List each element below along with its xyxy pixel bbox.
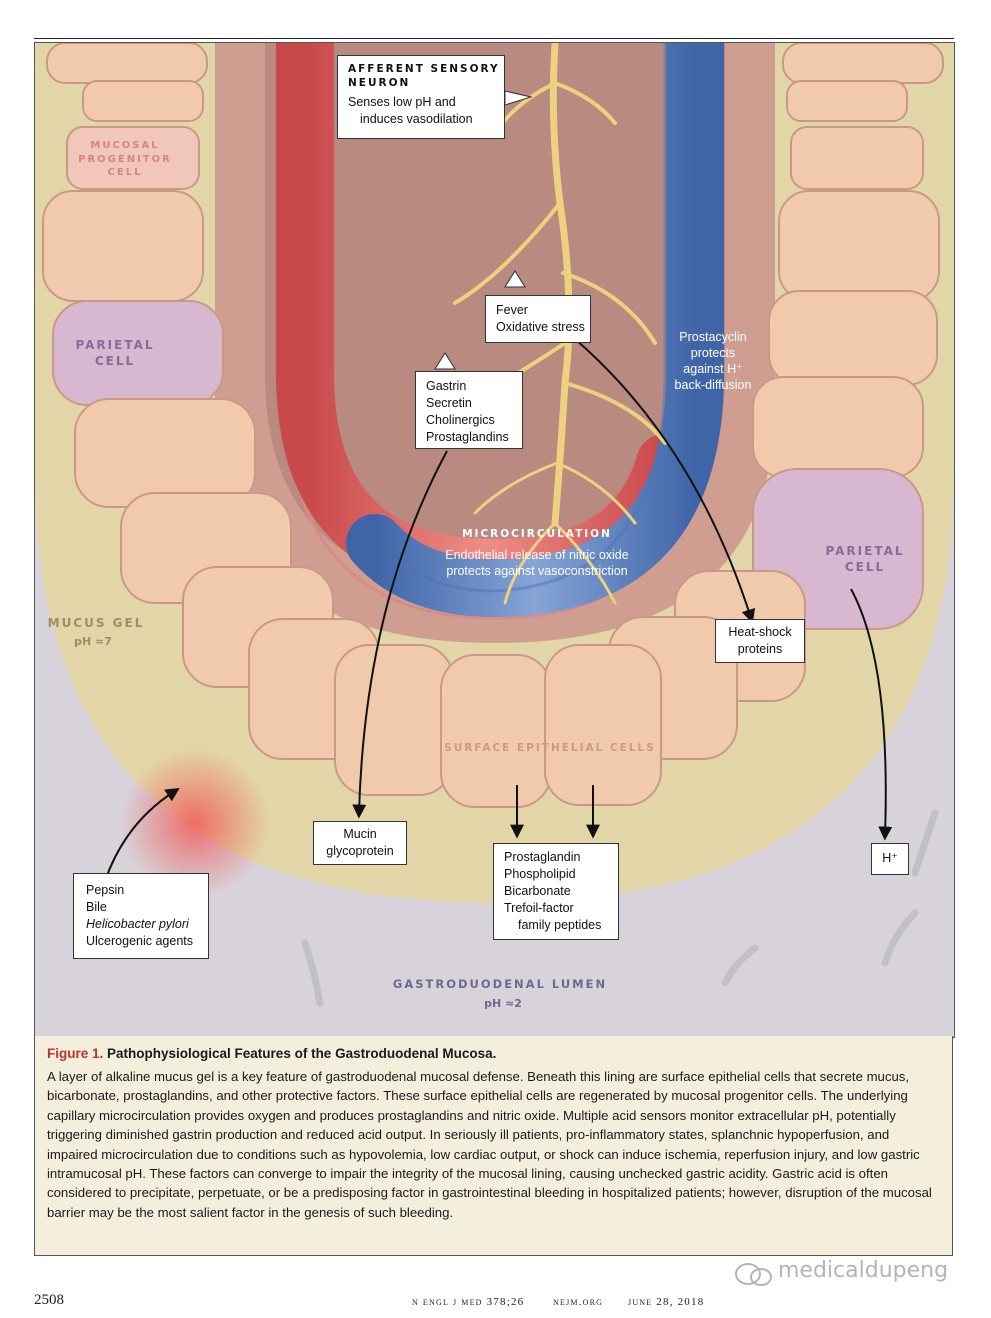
h-plus-text: H⁺ xyxy=(882,851,898,865)
surface-epithelial-label: SURFACE EPITHELIAL CELLS xyxy=(444,742,656,754)
mucus-gel-label: MUCUS GEL xyxy=(47,616,145,630)
prostacyclin-line: against H⁺ xyxy=(683,362,743,376)
epithelial-cell xyxy=(768,290,938,386)
illustration: MUCOSAL PROGENITOR CELL PARIETAL CELL PA… xyxy=(34,42,955,1038)
prostaglandin-line: Phospholipid xyxy=(504,866,576,881)
arrows xyxy=(104,338,893,882)
epithelial-cell xyxy=(74,398,256,508)
gastrin-line: Prostaglandins xyxy=(426,429,509,444)
epithelial-cell xyxy=(334,644,454,796)
afferent-line: Senses low pH and xyxy=(348,95,456,110)
pepsin-line: Bile xyxy=(86,899,107,914)
page-number: 2508 xyxy=(34,1292,64,1308)
mucus-ph-label: pH ≈7 xyxy=(74,635,112,648)
figure-caption: Figure 1. Pathophysiological Features of… xyxy=(34,1036,953,1256)
epithelial-cell xyxy=(440,654,552,808)
pepsin-box: Pepsin Bile Helicobacter pylori Ulceroge… xyxy=(73,873,209,959)
heat-shock-line: proteins xyxy=(737,641,783,656)
prostaglandin-line: family peptides xyxy=(518,917,602,932)
pepsin-line: Pepsin xyxy=(86,883,125,897)
lumen-ph-label: pH ≈2 xyxy=(484,997,522,1010)
epithelial-cell xyxy=(790,126,924,190)
caption-body: A layer of alkaline mucus gel is a key f… xyxy=(47,1069,932,1220)
epithelial-cell xyxy=(544,644,662,806)
prostaglandin-line: Bicarbonate xyxy=(504,883,571,898)
afferent-title: AFFERENT SENSORY xyxy=(348,63,500,75)
epithelial-cell xyxy=(782,43,944,84)
prostaglandin-box: Prostaglandin Phospholipid Bicarbonate T… xyxy=(493,843,619,940)
wechat-icon xyxy=(735,1263,772,1286)
fever-line: Fever xyxy=(496,303,528,317)
afferent-title: NEURON xyxy=(348,77,411,90)
epithelial-cell xyxy=(46,43,208,84)
bleeding-spot xyxy=(120,748,270,898)
microcirculation-line: protects against vasoconstriction xyxy=(446,564,628,579)
pepsin-line: Helicobacter pylori xyxy=(86,916,189,931)
prostaglandin-line: Trefoil-factor xyxy=(504,900,574,915)
afferent-line: induces vasodilation xyxy=(360,112,473,127)
parietal-right-label: PARIETAL CELL xyxy=(825,544,905,575)
helicobacter-bacteria xyxy=(301,809,939,1007)
arrow-gastrin-to-mucin xyxy=(352,450,448,819)
gastrin-line: Secretin xyxy=(426,395,472,410)
arrow-fever-to-heatshock xyxy=(574,338,756,624)
gastrin-line: Cholinergics xyxy=(426,412,495,427)
prostacyclin-line: Prostacyclin xyxy=(679,330,747,344)
prostacyclin-line: back-diffusion xyxy=(674,378,752,392)
right-epithelial-column xyxy=(544,43,944,806)
mucin-line: glycoprotein xyxy=(326,843,394,858)
figure-label: Figure 1. xyxy=(47,1046,104,1061)
microcirculation-title: MICROCIRCULATION xyxy=(462,528,612,540)
gastrin-line: Gastrin xyxy=(426,379,467,393)
afferent-pointer xyxy=(504,90,533,106)
epithelial-cell xyxy=(778,190,940,302)
prostaglandin-line: Prostaglandin xyxy=(504,850,581,864)
mucosal-progenitor-label: MUCOSAL PROGENITOR CELL xyxy=(78,140,172,178)
epithelial-cell xyxy=(752,376,924,478)
vein-edge xyxy=(403,43,667,593)
caption-title-row: Figure 1. Pathophysiological Features of… xyxy=(47,1046,940,1061)
epithelial-cell xyxy=(786,80,908,122)
caption-title: Pathophysiological Features of the Gastr… xyxy=(107,1046,497,1061)
watermark-text: medicaldupeng xyxy=(778,1258,949,1283)
epithelial-cell xyxy=(82,80,204,122)
microcirculation-label: MICROCIRCULATION Endothelial release of … xyxy=(435,527,639,579)
mucin-box: Mucin glycoprotein xyxy=(313,821,407,865)
fever-line: Oxidative stress xyxy=(496,319,585,334)
fever-pointer xyxy=(504,270,526,288)
footer-date: june 28, 2018 xyxy=(628,1296,705,1308)
heat-shock-box: Heat-shock proteins xyxy=(715,619,805,663)
prostacyclin-line: protects xyxy=(690,346,736,360)
progenitor-cell xyxy=(66,126,200,190)
epithelial-cell xyxy=(42,190,204,302)
gastrin-pointer xyxy=(434,352,456,370)
fever-box: Fever Oxidative stress xyxy=(485,295,591,343)
afferent-neuron-box: AFFERENT SENSORY NEURON Senses low pH an… xyxy=(337,55,505,139)
mucin-line: Mucin xyxy=(343,827,377,841)
heat-shock-line: Heat-shock xyxy=(728,625,792,639)
footer-journal: n engl j med 378;26 xyxy=(412,1296,525,1308)
arrow-pepsin-to-bleed xyxy=(104,787,180,882)
h-plus-box: H⁺ xyxy=(871,843,909,875)
left-epithelial-column xyxy=(42,43,552,808)
lumen-label: GASTRODUODENAL LUMEN xyxy=(392,977,608,991)
arrow-parietal-to-hplus xyxy=(850,588,893,841)
gastrin-box: Gastrin Secretin Cholinergics Prostaglan… xyxy=(415,371,523,449)
mucosa-illustration xyxy=(35,43,954,1037)
top-rule xyxy=(34,38,954,39)
parietal-left-label: PARIETAL CELL xyxy=(75,338,155,369)
microcirculation-line: Endothelial release of nitric oxide xyxy=(445,548,629,563)
footer-site: nejm.org xyxy=(553,1296,604,1308)
prostacyclin-label: Prostacyclin protects against H⁺ back-di… xyxy=(663,329,763,393)
pepsin-line: Ulcerogenic agents xyxy=(86,933,194,948)
